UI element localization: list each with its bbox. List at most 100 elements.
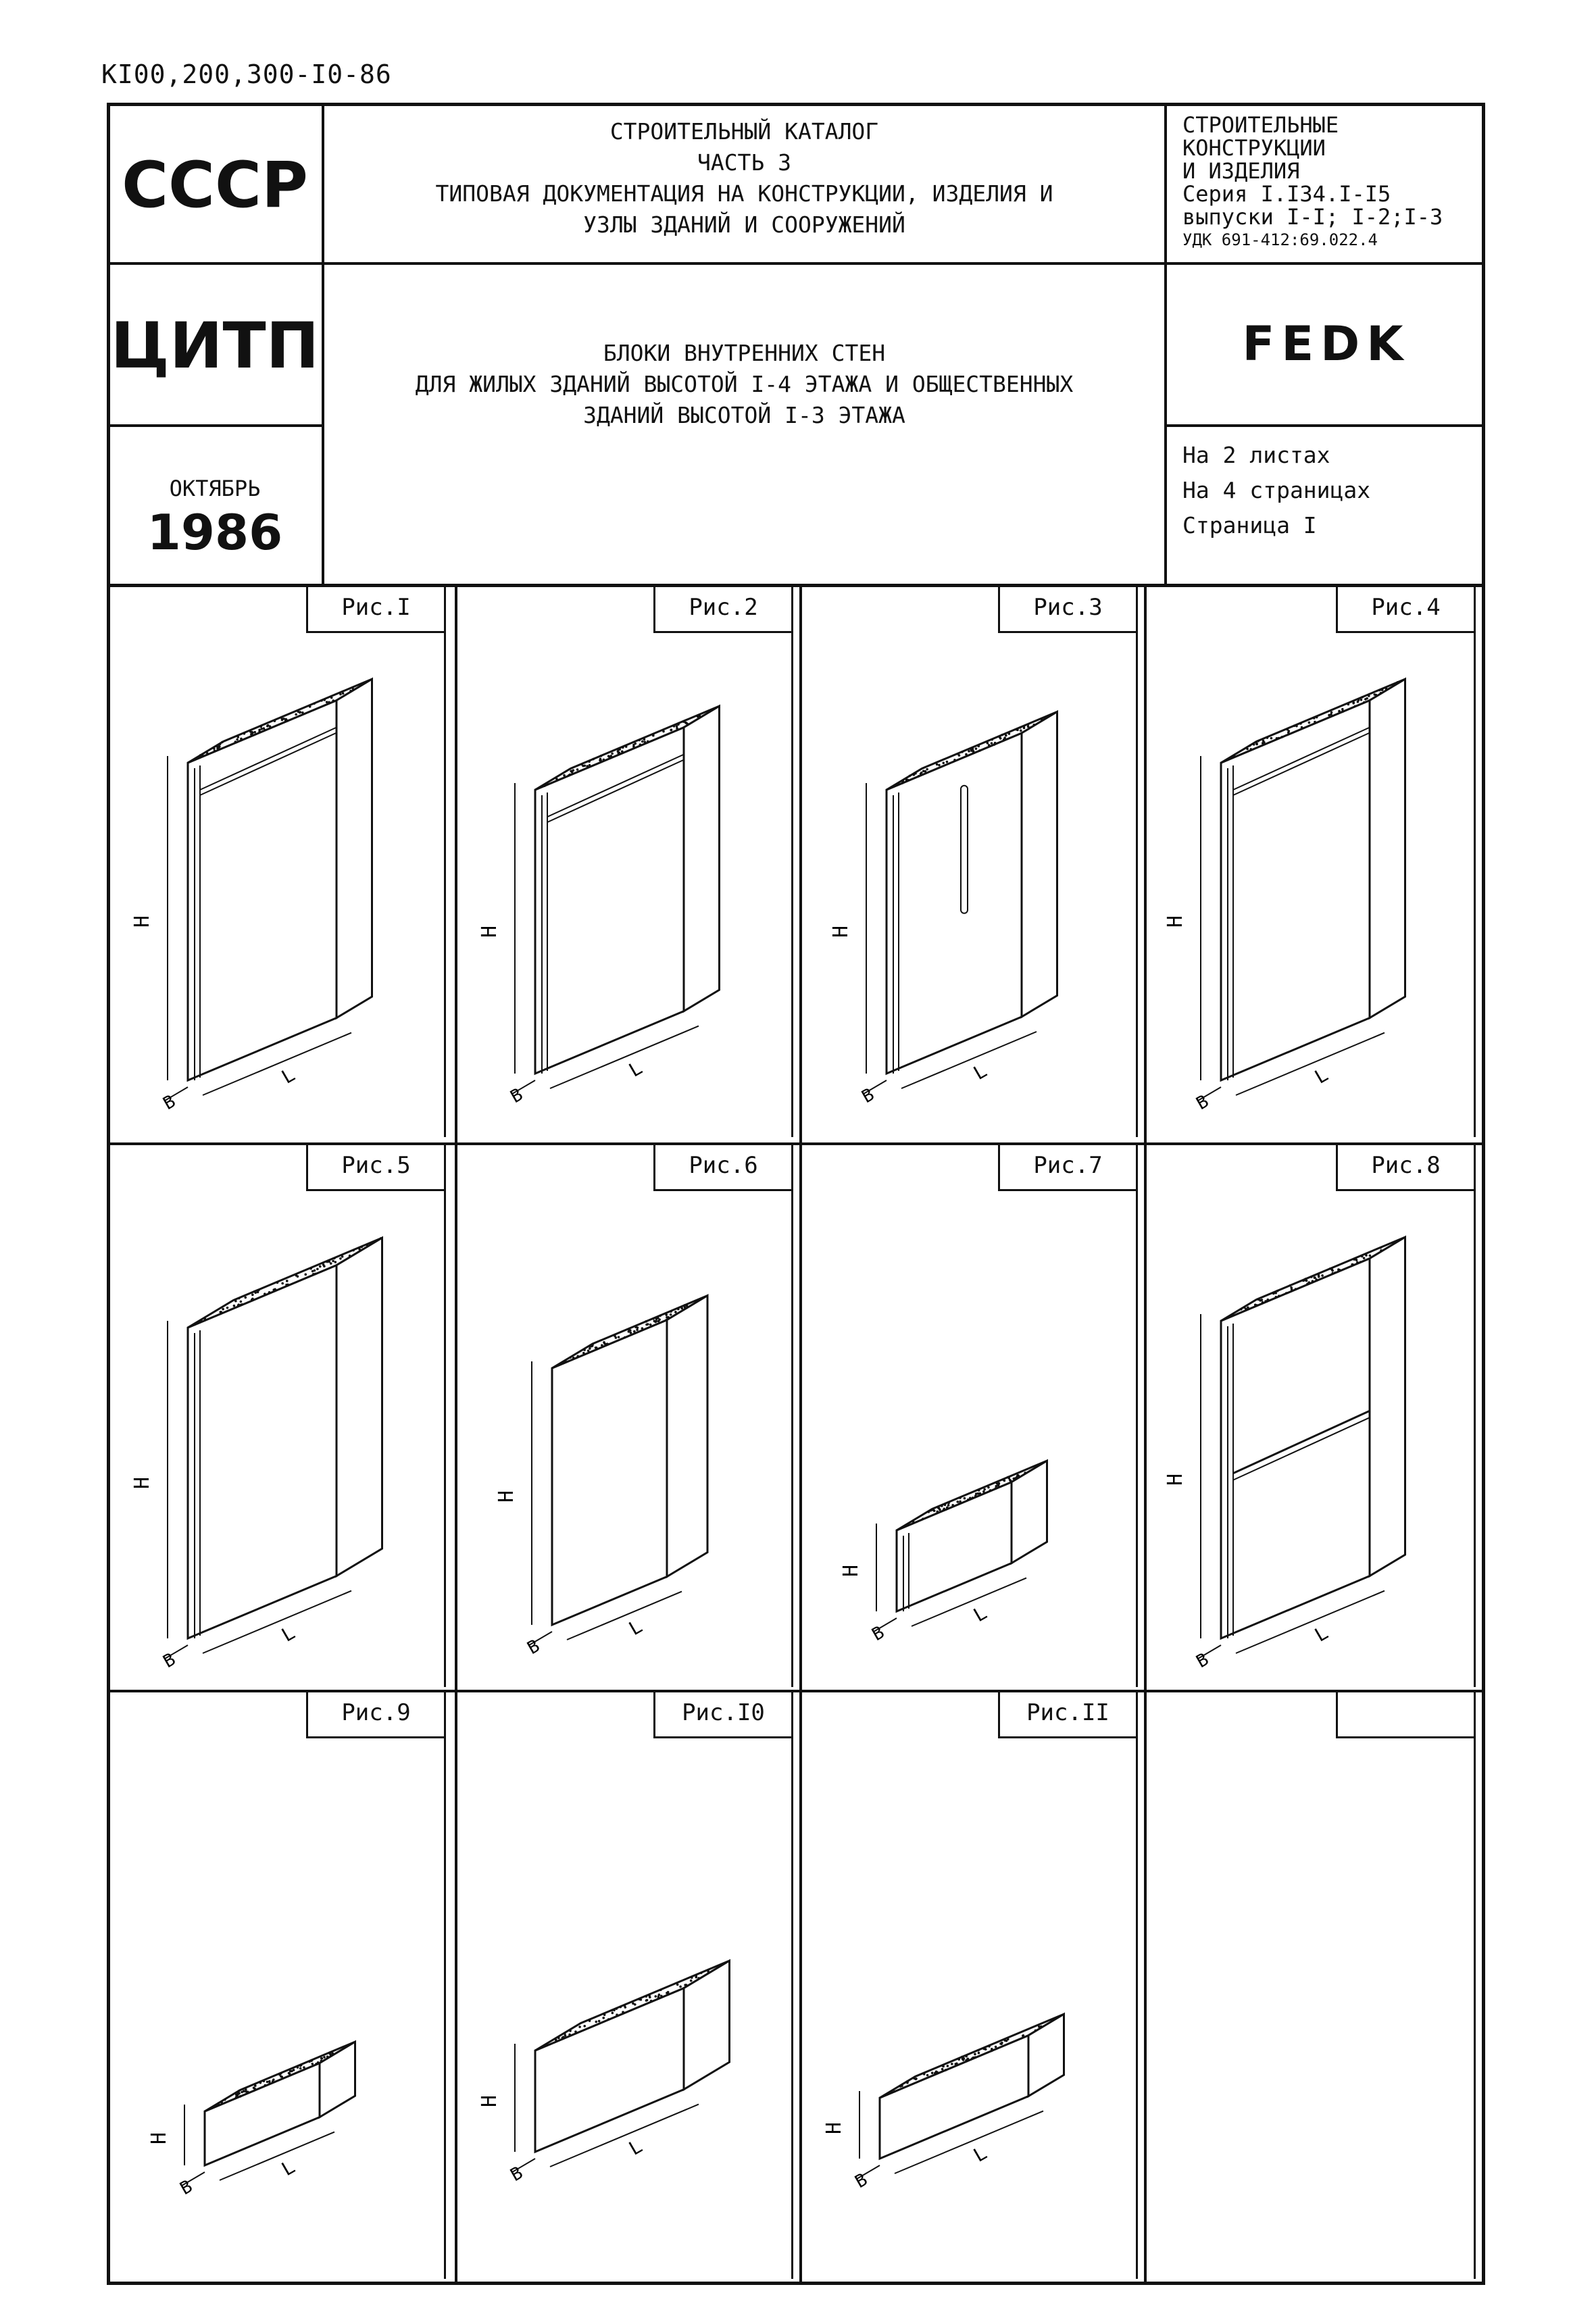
texture-dot	[922, 1517, 924, 1520]
texture-dot	[339, 1257, 342, 1260]
title-line: ЗДАНИЙ ВЫСОТОЙ I-3 ЭТАЖА	[324, 400, 1164, 431]
texture-dot	[568, 2034, 571, 2036]
block-side-face	[336, 1238, 382, 1576]
texture-dot	[236, 2091, 239, 2094]
texture-dot	[240, 1301, 243, 1303]
texture-dot	[238, 2090, 241, 2092]
texture-dot	[999, 737, 1002, 740]
date-month: ОКТЯБРЬ	[108, 476, 322, 501]
texture-dot	[700, 1971, 703, 1974]
texture-dot	[330, 1262, 332, 1265]
texture-dot	[941, 1505, 943, 1507]
texture-dot	[254, 2084, 257, 2087]
texture-dot	[243, 732, 246, 735]
texture-dot	[1313, 717, 1316, 720]
length-dim-label: L	[278, 1621, 299, 1646]
texture-dot	[1255, 742, 1258, 745]
texture-dot	[999, 2042, 1002, 2045]
texture-dot	[1020, 730, 1022, 732]
texture-dot	[618, 752, 620, 755]
texture-dot	[607, 2018, 610, 2021]
wall-block-drawing	[1221, 1237, 1405, 1638]
texture-dot	[613, 2009, 616, 2011]
texture-dot	[1351, 1263, 1354, 1266]
texture-dot	[295, 713, 297, 716]
texture-dot	[595, 1347, 597, 1349]
catalog-line: СТРОИТЕЛЬНЫЙ КАТАЛОГ	[324, 116, 1164, 147]
texture-dot	[648, 1994, 651, 1997]
texture-dot	[636, 1328, 639, 1331]
texture-dot	[587, 1349, 590, 1352]
texture-dot	[332, 699, 334, 702]
height-dim-label: H	[478, 926, 501, 938]
texture-dot	[1293, 724, 1296, 727]
shelf-line	[1233, 1411, 1370, 1473]
height-dim-label: H	[839, 1565, 863, 1577]
figure-drawing: HLB	[457, 1145, 789, 1686]
texture-dot	[238, 1297, 241, 1300]
texture-dot	[1264, 1300, 1267, 1303]
texture-dot	[572, 1357, 575, 1359]
block-side-face	[320, 2042, 355, 2117]
texture-dot	[906, 2082, 909, 2084]
texture-dot	[224, 2098, 226, 2101]
texture-dot	[580, 763, 583, 766]
texture-dot	[592, 758, 595, 761]
texture-dot	[264, 729, 266, 732]
block-side-face	[1022, 712, 1057, 1017]
texture-dot	[1281, 736, 1284, 738]
figure-cell: Рис.8HLB	[1144, 1142, 1482, 1690]
wall-block-drawing	[188, 1237, 382, 1638]
height-dim-label: H	[1164, 915, 1187, 928]
texture-dot	[569, 2030, 572, 2032]
texture-dot	[987, 1486, 990, 1489]
texture-dot	[920, 773, 922, 776]
texture-dot	[237, 1303, 240, 1306]
series-line: Серия I.I34.I-I5	[1182, 182, 1480, 205]
texture-dot	[266, 725, 269, 728]
texture-dot	[235, 2094, 238, 2096]
texture-dot	[239, 2095, 242, 2098]
texture-dot	[947, 1502, 950, 1505]
texture-dot	[947, 1504, 950, 1507]
texture-dot	[1262, 1301, 1264, 1304]
texture-dot	[988, 2045, 991, 2048]
texture-dot	[1315, 1278, 1318, 1281]
texture-dot	[332, 1260, 334, 1263]
texture-dot	[922, 770, 925, 772]
thickness-dim-label: B	[507, 1084, 527, 1107]
texture-dot	[690, 1980, 693, 1982]
texture-dot	[1369, 1255, 1372, 1257]
series-line: И ИЗДЕЛИЯ	[1182, 159, 1480, 182]
texture-dot	[936, 763, 939, 766]
texture-dot	[1338, 710, 1341, 713]
thickness-dim-label: B	[1193, 1091, 1213, 1114]
texture-dot	[923, 2073, 926, 2076]
length-dim-label: L	[1311, 1621, 1332, 1646]
texture-dot	[1267, 1299, 1270, 1301]
dimension-lines: HLB	[1164, 756, 1385, 1114]
figure-cell	[1144, 1690, 1482, 2282]
texture-dot	[219, 743, 222, 746]
series-line: выпуски I-I; I-2;I-3	[1182, 205, 1480, 228]
texture-dot	[618, 1336, 620, 1338]
texture-dot	[977, 2049, 980, 2052]
texture-dot	[314, 1273, 317, 1276]
texture-dot	[618, 749, 620, 751]
texture-dot	[311, 2063, 314, 2065]
length-dim-line	[912, 1578, 1026, 1626]
texture-dot	[670, 1310, 672, 1313]
texture-dot	[1308, 722, 1311, 724]
texture-dot	[915, 2078, 918, 2080]
texture-dot	[1019, 726, 1022, 729]
texture-dot	[266, 2081, 269, 2084]
figure-cell: Рис.6HLB	[455, 1142, 799, 1690]
texture-dot	[1354, 705, 1357, 708]
height-dim-label: H	[147, 2132, 171, 2144]
block-side-face	[667, 1296, 707, 1577]
texture-dot	[634, 1326, 637, 1329]
block-side-face	[684, 706, 720, 1011]
texture-dot	[647, 1323, 649, 1326]
texture-dot	[276, 1282, 279, 1284]
texture-dot	[982, 1490, 985, 1493]
